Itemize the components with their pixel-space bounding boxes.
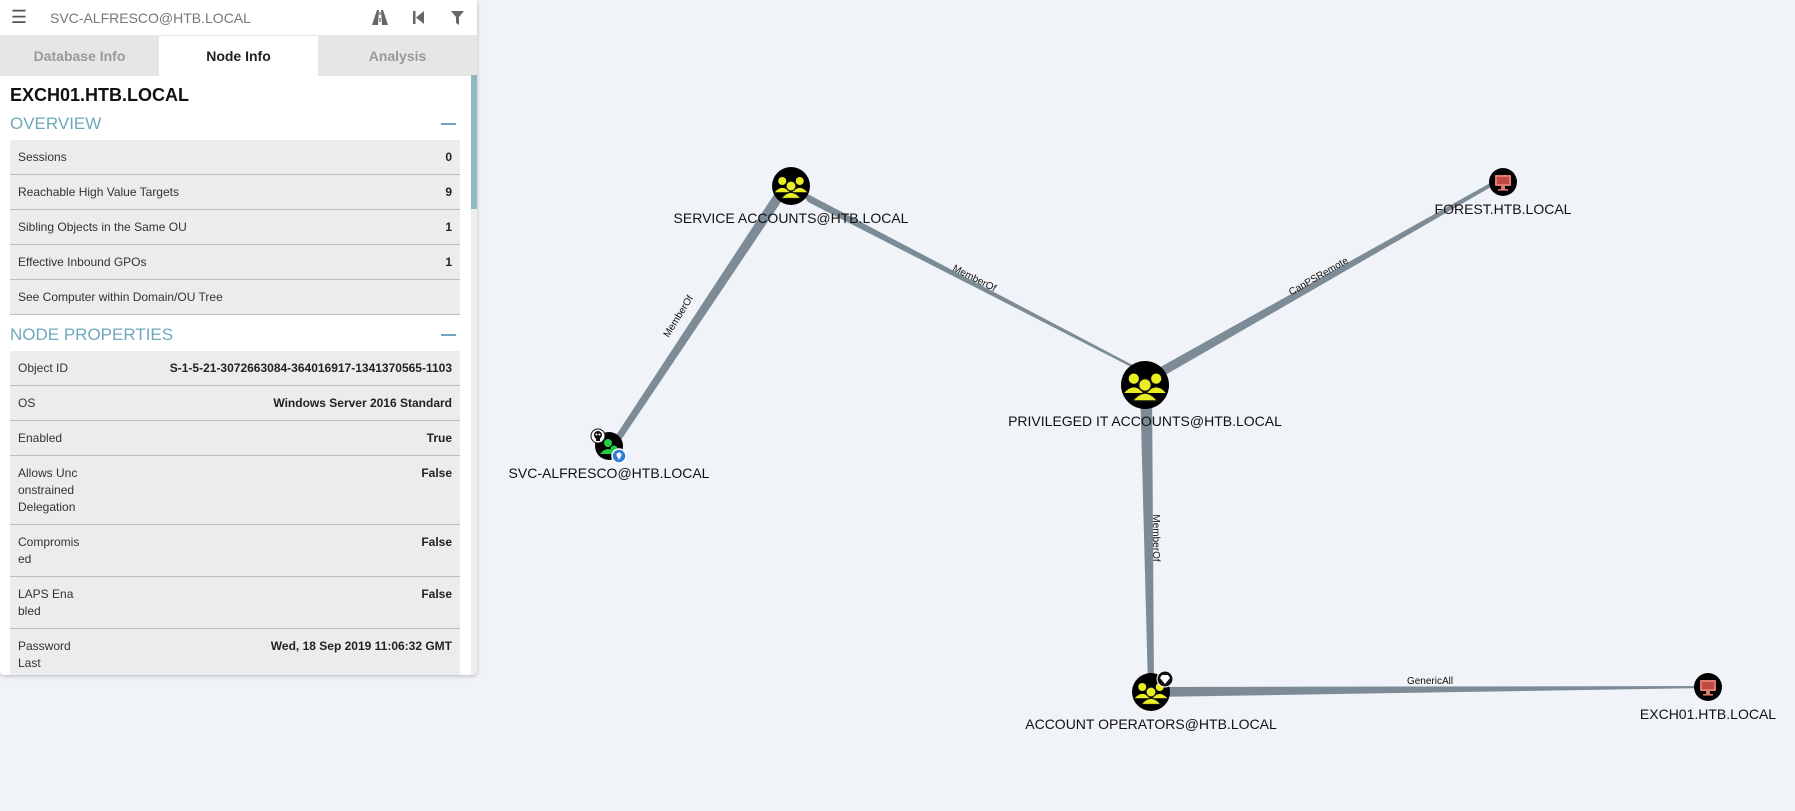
search-input[interactable] <box>38 9 360 26</box>
collapse-icon[interactable] <box>441 123 456 125</box>
node-label-service-accounts: SERVICE ACCOUNTS@HTB.LOCAL <box>674 210 909 226</box>
edge-privileged-operators[interactable] <box>1140 384 1154 688</box>
property-row-enabled: Enabled True <box>10 421 460 456</box>
overview-row-ou-tree[interactable]: See Computer within Domain/OU Tree <box>10 280 460 315</box>
map-pin-icon <box>611 448 627 464</box>
search-bar: ☰ <box>0 0 477 36</box>
property-row-laps-enabled: LAPS Enabled False <box>10 577 460 629</box>
edge-label-privileged-forest: CanPSRemote <box>1287 255 1351 298</box>
node-service-accounts[interactable] <box>772 167 810 205</box>
node-info-panel: ☰ Database Info Node Info Analysis EXCH <box>0 0 477 675</box>
overview-row-reachable-hvt[interactable]: Reachable High Value Targets 9 <box>10 175 460 210</box>
row-key: Sessions <box>18 150 67 164</box>
property-row-os: OS Windows Server 2016 Standard <box>10 386 460 421</box>
diamond-icon <box>1156 670 1174 688</box>
row-key: OS <box>18 396 36 410</box>
step-back-icon <box>412 11 424 24</box>
property-row-compromised: Compromised False <box>10 525 460 577</box>
row-key: Compromised <box>18 535 80 566</box>
row-key: See Computer within Domain/OU Tree <box>18 290 223 304</box>
node-label-account-operators: ACCOUNT OPERATORS@HTB.LOCAL <box>1025 716 1277 732</box>
row-value: False <box>421 466 452 480</box>
node-privileged-it[interactable] <box>1121 361 1169 409</box>
node-account-operators[interactable] <box>1132 670 1174 711</box>
overview-row-inbound-gpos[interactable]: Effective Inbound GPOs 1 <box>10 245 460 280</box>
row-key: Reachable High Value Targets <box>18 185 179 199</box>
node-label-forest: FOREST.HTB.LOCAL <box>1435 201 1572 217</box>
edge-alfresco-service[interactable] <box>609 187 791 446</box>
edge-label-operators-exch01: GenericAll <box>1407 676 1453 687</box>
property-row-password-last: Password Last Wed, 18 Sep 2019 11:06:32 … <box>10 629 460 675</box>
panel-scrollbar[interactable] <box>471 75 477 675</box>
property-row-unconstrained-delegation: Allows Unconstrained Delegation False <box>10 456 460 525</box>
row-value: Windows Server 2016 Standard <box>273 396 452 410</box>
row-key: Enabled <box>18 431 63 445</box>
road-icon <box>371 10 388 25</box>
row-key: Object ID <box>18 361 69 375</box>
skull-icon <box>590 428 606 444</box>
hamburger-menu-icon[interactable]: ☰ <box>10 7 28 27</box>
row-value: True <box>426 431 452 445</box>
edge-label-privileged-operators: MemberOf <box>1150 514 1161 561</box>
row-value: 1 <box>445 220 452 234</box>
panel-tabs: Database Info Node Info Analysis <box>0 36 477 76</box>
node-forest[interactable] <box>1489 168 1517 196</box>
row-key: Effective Inbound GPOs <box>18 255 147 269</box>
node-svc-alfresco[interactable] <box>590 428 627 464</box>
overview-rows: Sessions 0 Reachable High Value Targets … <box>10 140 460 315</box>
collapse-icon[interactable] <box>441 334 456 336</box>
row-value: 9 <box>445 185 452 199</box>
node-title: EXCH01.HTB.LOCAL <box>10 85 190 105</box>
panel-content: EXCH01.HTB.LOCAL OVERVIEW Sessions 0 Rea… <box>0 75 470 675</box>
filter-icon <box>451 10 464 25</box>
edge-label-service-privileged: MemberOf <box>951 263 998 294</box>
row-value: 1 <box>445 255 452 269</box>
node-label-svc-alfresco: SVC-ALFRESCO@HTB.LOCAL <box>509 465 710 481</box>
edge-operators-exch01[interactable] <box>1152 686 1708 697</box>
row-key: Sibling Objects in the Same OU <box>18 220 187 234</box>
row-key: LAPS Enabled <box>18 587 74 618</box>
scrollbar-thumb[interactable] <box>471 75 477 209</box>
section-node-properties-header[interactable]: NODE PROPERTIES <box>0 321 470 351</box>
row-value: Wed, 18 Sep 2019 11:06:32 GMT <box>270 639 452 653</box>
row-value: False <box>421 587 452 601</box>
node-label-privileged-it: PRIVILEGED IT ACCOUNTS@HTB.LOCAL <box>1008 413 1282 429</box>
node-label-exch01: EXCH01.HTB.LOCAL <box>1640 706 1776 722</box>
tab-node-info[interactable]: Node Info <box>159 36 318 76</box>
row-value: 0 <box>445 150 452 164</box>
section-title: NODE PROPERTIES <box>10 325 174 344</box>
tab-database-info[interactable]: Database Info <box>0 36 159 76</box>
row-key: Password Last <box>18 639 71 670</box>
back-button[interactable] <box>399 11 438 24</box>
row-value: S-1-5-21-3072663084-364016917-1341370565… <box>169 361 452 375</box>
filter-button[interactable] <box>438 10 477 25</box>
properties-rows: Object ID S-1-5-21-3072663084-364016917-… <box>10 351 460 675</box>
section-title: OVERVIEW <box>10 114 102 133</box>
row-value: False <box>421 535 452 549</box>
edge-privileged-forest[interactable] <box>1155 177 1503 378</box>
section-overview-header[interactable]: OVERVIEW <box>0 110 470 140</box>
property-row-object-id: Object ID S-1-5-21-3072663084-364016917-… <box>10 351 460 386</box>
overview-row-sessions[interactable]: Sessions 0 <box>10 140 460 175</box>
node-exch01[interactable] <box>1694 673 1722 701</box>
edges <box>609 177 1708 697</box>
edge-service-privileged[interactable] <box>800 190 1146 374</box>
tab-analysis[interactable]: Analysis <box>318 36 477 76</box>
pathfinding-button[interactable] <box>360 10 399 25</box>
overview-row-sibling-objects[interactable]: Sibling Objects in the Same OU 1 <box>10 210 460 245</box>
row-key: Allows Unconstrained Delegation <box>18 466 78 514</box>
